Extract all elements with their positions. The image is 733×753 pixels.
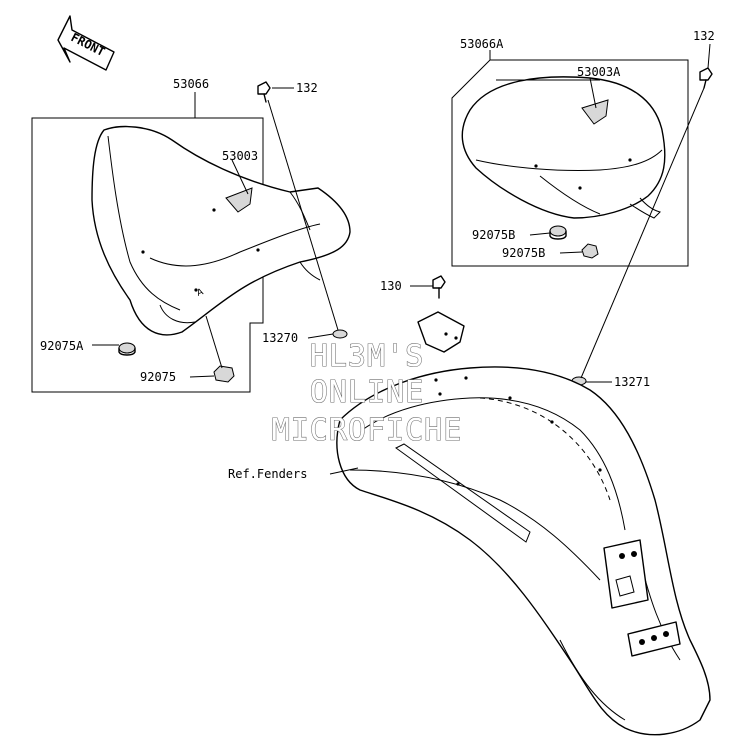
seat-assembly-box-right (451, 59, 689, 267)
label-132-right: 132 (693, 29, 715, 43)
fender-bracket (417, 311, 465, 353)
watermark-line-3: MICROFICHE (272, 413, 463, 448)
label-53066A: 53066A (460, 37, 504, 51)
damper-92075B-bottom (581, 243, 599, 259)
watermark-line-1: HL3M'S (310, 339, 424, 374)
rear-fender (336, 366, 711, 736)
watermark: HL3M'S ONLINE MICROFICHE (271, 338, 463, 448)
damper-92075 (213, 365, 235, 383)
label-92075B-top: 92075B (472, 228, 515, 242)
seat-assembly-box-left (31, 117, 264, 393)
label-92075A: 92075A (40, 339, 84, 353)
label-92075B-bottom: 92075B (502, 246, 545, 260)
damper-92075A (118, 342, 136, 356)
passenger-seat-53066A (461, 76, 666, 219)
leader-lines (92, 43, 711, 475)
label-13271: 13271 (614, 375, 650, 389)
label-ref-fenders: Ref.Fenders (228, 467, 307, 481)
bolt-132-right (699, 67, 713, 89)
label-53003A: 53003A (577, 65, 621, 79)
label-92075: 92075 (140, 370, 176, 384)
label-53066: 53066 (173, 77, 209, 91)
watermark-line-2: ONLINE (310, 375, 424, 410)
label-53003: 53003 (222, 149, 258, 163)
collar-13270 (332, 329, 348, 339)
rider-seat-53066: A (91, 125, 351, 336)
svg-text:A: A (196, 287, 206, 299)
label-13270: 13270 (262, 331, 298, 345)
bolt-130 (432, 275, 446, 299)
label-132-left: 132 (296, 81, 318, 95)
label-130: 130 (380, 279, 402, 293)
bolt-132-left (257, 81, 271, 103)
front-arrow-icon: FRONT (57, 15, 115, 71)
damper-92075B-top (549, 225, 567, 240)
